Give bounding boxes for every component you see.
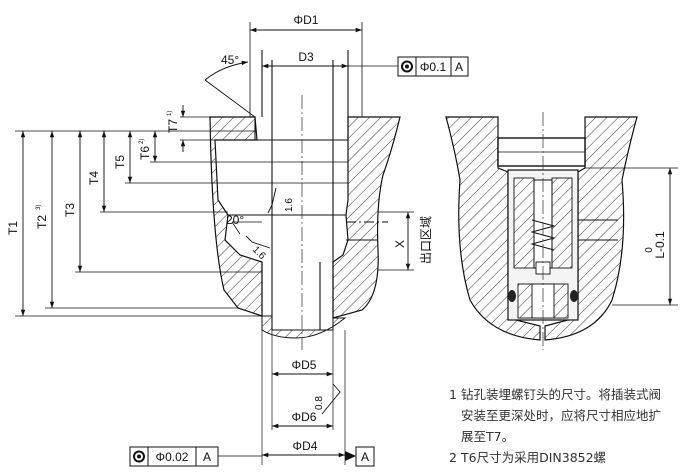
dim-t6-sup: 2) [139, 139, 145, 144]
note-1-line-1: 钻孔装埋螺钉头的尺寸。将插装式阀 [461, 387, 662, 402]
dim-d6: ΦD6 [292, 410, 317, 424]
interior-annotations: 20° 1.6 1.6 X 出口区域 [226, 187, 433, 271]
dim-t1: T1 [6, 221, 20, 235]
dim-t5: T5 [113, 155, 127, 169]
dim-l-tol: L-0.1 [653, 231, 667, 259]
valve-section: 0 L-0.1 [445, 112, 678, 350]
valve-right-wall [544, 116, 638, 341]
bore-outline [254, 50, 349, 330]
note-1-number: 1 [449, 387, 457, 402]
dim-t2: T2 [35, 215, 49, 229]
top-dimensions: ΦD1 D3 Φ0.1 A 45° [204, 13, 469, 118]
notes-panel: 1 钻孔装埋螺钉头的尺寸。将插装式阀 安装至更深处时，应将尺寸相应地扩 展至T7… [449, 384, 693, 468]
bottom-hatch [261, 315, 347, 339]
dim-t6: T6 [138, 146, 152, 160]
tol-top-datum: A [455, 60, 463, 74]
tol-top-value: Φ0.1 [420, 60, 447, 74]
dim-t4: T4 [87, 171, 101, 185]
concentricity-icon [401, 60, 413, 73]
dim-l-zero: 0 [644, 247, 655, 253]
roughness-mark-2 [245, 235, 271, 249]
datum-box [355, 446, 375, 467]
dim-rough-08: 0.8 [314, 396, 325, 410]
dim-angle-45: 45° [221, 53, 239, 67]
left-wall-hatch [209, 116, 263, 317]
note-1: 1 钻孔装埋螺钉头的尺寸。将插装式阀 [449, 384, 693, 405]
tol-bottom-datum: A [203, 450, 211, 464]
cavity-section [209, 50, 401, 350]
note-2: 2 T6尺寸为采用DIN3852螺 [449, 447, 693, 468]
dim-d5: ΦD5 [292, 358, 317, 372]
outlet-zone-label: 出口区域 [419, 216, 433, 264]
dim-t2-sup: 3) [36, 205, 42, 210]
dim-angle-20: 20° [226, 213, 244, 227]
note-2-number: 2 [449, 450, 457, 465]
roughness-mark-3 [321, 383, 341, 415]
note-2-line-1: T6尺寸为采用DIN3852螺 [461, 450, 607, 465]
valve-left-wall [445, 116, 541, 341]
dim-t3: T3 [63, 203, 77, 217]
right-wall-hatch [332, 116, 401, 319]
dim-rough-16a: 1.6 [284, 198, 295, 212]
depth-dimensions: T1 T2 3) T3 T4 T5 T6 2) T7 1) [6, 105, 348, 317]
bottom-dimensions: ΦD5 ΦD6 0.8 ΦD4 Φ0.02 A A [129, 330, 375, 467]
dim-d1: ΦD1 [294, 13, 319, 27]
dim-d3: D3 [298, 50, 314, 64]
concentricity-icon-bottom [133, 450, 145, 463]
tol-bottom-value: Φ0.02 [156, 450, 189, 464]
roughness-mark-1 [267, 187, 277, 214]
seal-left [508, 290, 516, 302]
dim-x: X [393, 240, 407, 248]
note-1-line-2: 安装至更深处时，应将尺寸相应地扩 [461, 408, 662, 423]
dim-t7: T7 [166, 119, 180, 133]
dim-t7-sup: 1) [167, 111, 173, 116]
seal-right [570, 290, 578, 302]
datum-label: A [361, 450, 369, 464]
dim-d4: ΦD4 [293, 439, 318, 453]
note-1-line-3: 展至T7。 [461, 429, 515, 444]
